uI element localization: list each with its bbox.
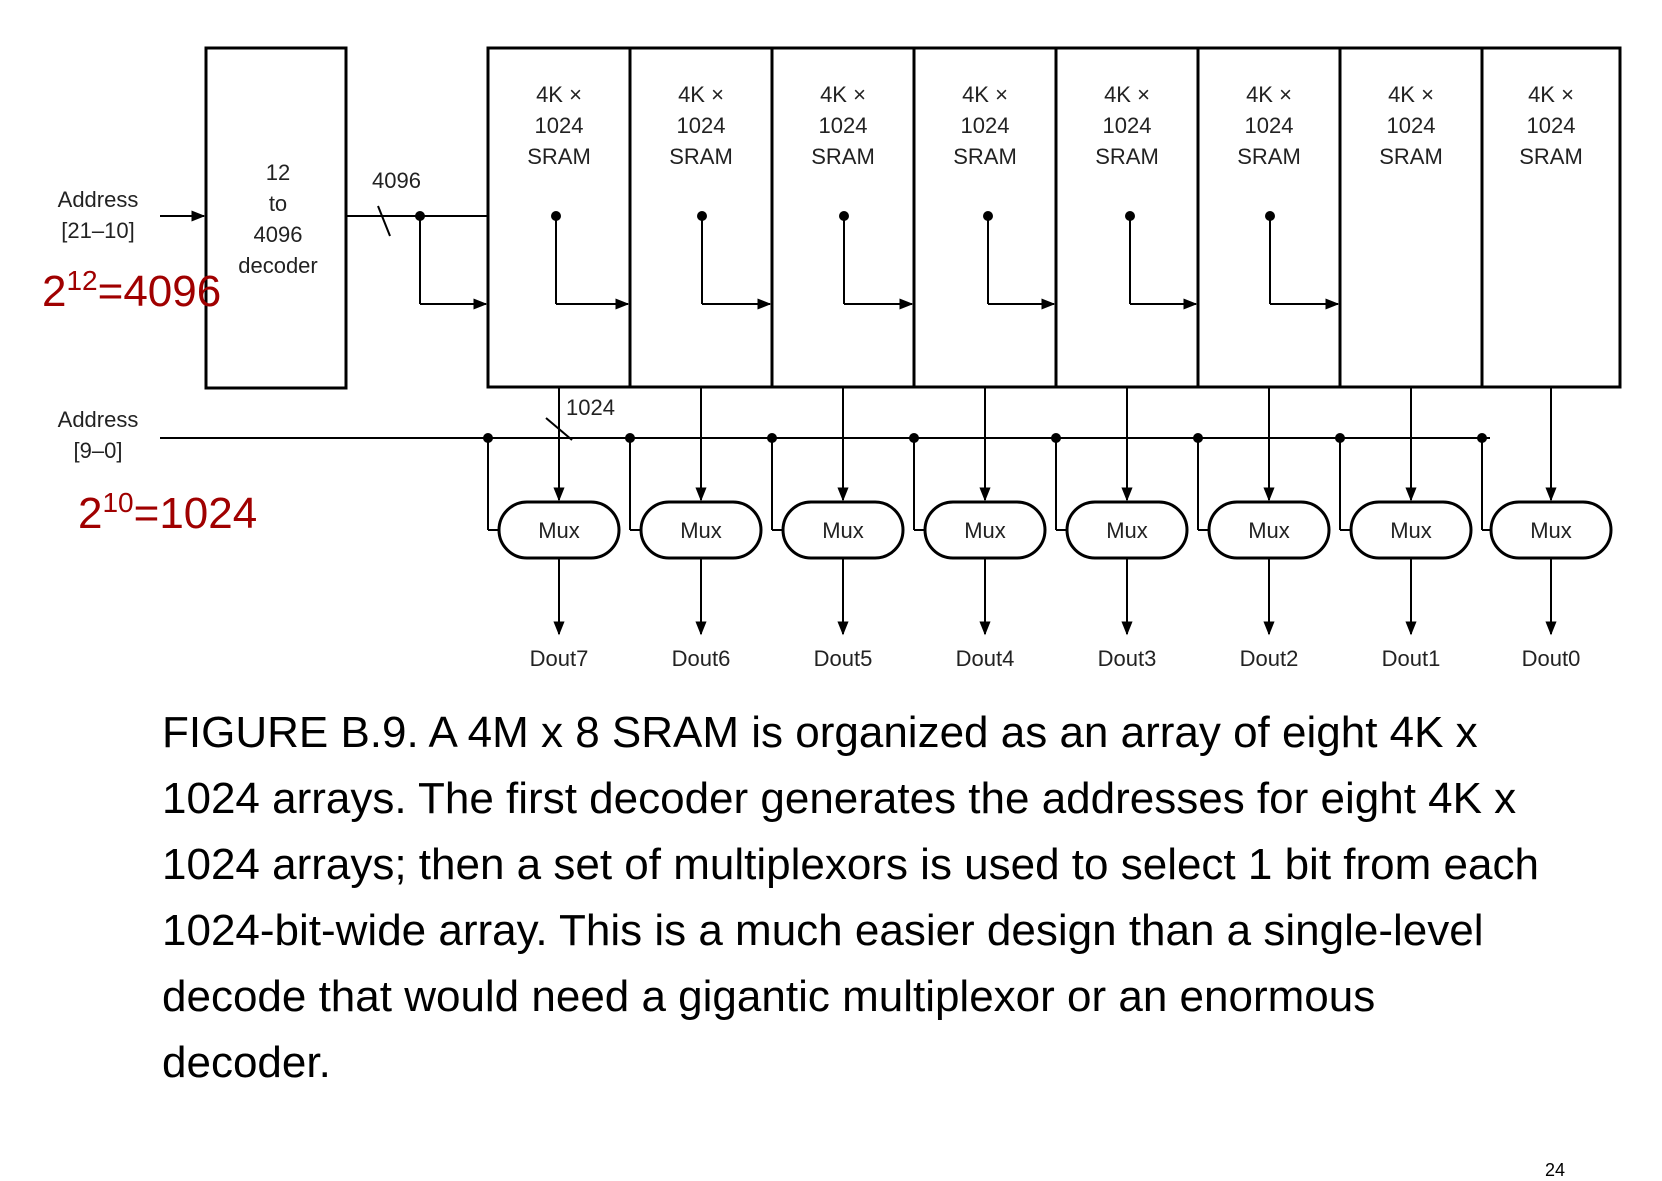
- decoder-box: [204, 46, 348, 390]
- sram-label-line3: SRAM: [1519, 144, 1583, 169]
- sram-label-line1: 4K ×: [536, 82, 582, 107]
- mux-label: Mux: [1530, 518, 1572, 543]
- mux-label: Mux: [964, 518, 1006, 543]
- sram-label-line2: 1024: [535, 113, 584, 138]
- sram-label-line2: 1024: [1387, 113, 1436, 138]
- mux-label: Mux: [1248, 518, 1290, 543]
- sram-label-line3: SRAM: [527, 144, 591, 169]
- sram-label-line2: 1024: [1103, 113, 1152, 138]
- output-label-dout3: Dout3: [1098, 646, 1157, 671]
- sram-organization-diagram: 12 to 4096 decoder Address [21–10] 4096 …: [42, 46, 1622, 671]
- sram-label-line3: SRAM: [669, 144, 733, 169]
- decoder-label-line4: decoder: [238, 253, 318, 278]
- sram-label-line2: 1024: [1245, 113, 1294, 138]
- output-label-dout4: Dout4: [956, 646, 1015, 671]
- sram-label-line3: SRAM: [1095, 144, 1159, 169]
- address-high-range: [21–10]: [61, 218, 134, 243]
- sram-label-line1: 4K ×: [1528, 82, 1574, 107]
- sram-label-line1: 4K ×: [1246, 82, 1292, 107]
- mux-label: Mux: [822, 518, 864, 543]
- decoder-label-line2: to: [269, 191, 287, 216]
- annotation-decoder-size: 212=4096: [42, 265, 221, 316]
- decoder-label-line3: 4096: [254, 222, 303, 247]
- sram-label-line2: 1024: [677, 113, 726, 138]
- sram-block-0: [1480, 46, 1622, 389]
- sram-label-line1: 4K ×: [678, 82, 724, 107]
- output-label-dout6: Dout6: [672, 646, 731, 671]
- sram-label-line1: 4K ×: [1104, 82, 1150, 107]
- output-label-dout7: Dout7: [530, 646, 589, 671]
- sram-label-line3: SRAM: [1379, 144, 1443, 169]
- bus-1024-label: 1024: [566, 395, 615, 420]
- sram-label-line2: 1024: [961, 113, 1010, 138]
- figure-caption: FIGURE B.9. A 4M x 8 SRAM is organized a…: [162, 708, 1539, 1087]
- output-label-dout2: Dout2: [1240, 646, 1299, 671]
- annotation-mux-size: 210=1024: [78, 487, 257, 538]
- sram-label-line2: 1024: [819, 113, 868, 138]
- output-label-dout0: Dout0: [1522, 646, 1581, 671]
- bus-4096-slash: [377, 205, 391, 237]
- mux-label: Mux: [680, 518, 722, 543]
- bus-4096-label: 4096: [372, 168, 421, 193]
- sram-label-line1: 4K ×: [962, 82, 1008, 107]
- sram-label-line1: 4K ×: [820, 82, 866, 107]
- mux-label: Mux: [1390, 518, 1432, 543]
- sram-label-line2: 1024: [1527, 113, 1576, 138]
- address-low-label: Address: [58, 407, 139, 432]
- sram-label-line3: SRAM: [953, 144, 1017, 169]
- mux-label: Mux: [1106, 518, 1148, 543]
- sram-label-line1: 4K ×: [1388, 82, 1434, 107]
- sram-label-line3: SRAM: [811, 144, 875, 169]
- output-label-dout5: Dout5: [814, 646, 873, 671]
- page-number: 24: [1545, 1160, 1566, 1180]
- decoder-label-line1: 12: [266, 160, 290, 185]
- mux-label: Mux: [538, 518, 580, 543]
- output-label-dout1: Dout1: [1382, 646, 1441, 671]
- address-high-label: Address: [58, 187, 139, 212]
- address-low-range: [9–0]: [74, 438, 123, 463]
- sram-label-line3: SRAM: [1237, 144, 1301, 169]
